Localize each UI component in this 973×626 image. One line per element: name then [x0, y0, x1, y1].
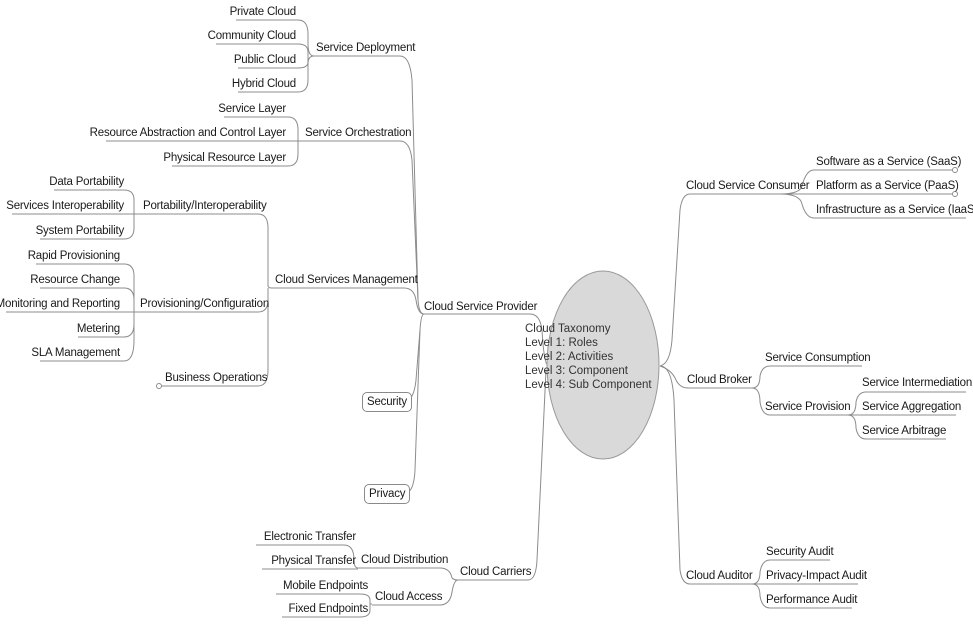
connector [847, 414, 946, 440]
connector [36, 263, 138, 313]
connector [659, 365, 752, 585]
node-service-intermediation[interactable]: Service Intermediation [862, 377, 973, 389]
node-privacy-impact-audit[interactable]: Privacy-Impact Audit [766, 570, 867, 582]
node-service-provision[interactable]: Service Provision [765, 401, 851, 413]
connector [236, 19, 315, 57]
node-saas[interactable]: Software as a Service (SaaS) [816, 156, 962, 168]
connector [256, 544, 359, 569]
node-electronic-transfer[interactable]: Electronic Transfer [263, 531, 356, 543]
node-fixed-endpoints[interactable]: Fixed Endpoints [288, 603, 369, 615]
connector [404, 313, 425, 403]
connector [751, 365, 862, 389]
connector [659, 193, 780, 367]
node-cloud-broker[interactable]: Cloud Broker [687, 374, 752, 386]
connector [54, 189, 140, 215]
node-private-cloud[interactable]: Private Cloud [229, 6, 297, 18]
center-node-text: Cloud Taxonomy Level 1: Roles Level 2: A… [525, 322, 652, 392]
node-cloud-distribution[interactable]: Cloud Distribution [361, 554, 449, 566]
connector [216, 43, 309, 56]
connector [751, 559, 830, 585]
node-data-portability[interactable]: Data Portability [49, 176, 124, 188]
node-iaas[interactable]: Infrastructure as a Service (IaaS) [816, 204, 973, 216]
center-level-3: Level 3: Component [525, 365, 628, 377]
node-system-portability[interactable]: System Portability [35, 225, 125, 237]
connector [172, 141, 299, 167]
node-portability-interoperability[interactable]: Portability/Interoperability [143, 200, 267, 212]
connector [40, 214, 135, 240]
connector [160, 288, 269, 387]
node-business-operations[interactable]: Business Operations [165, 372, 268, 384]
node-security-audit[interactable]: Security Audit [766, 546, 834, 558]
node-service-aggregation[interactable]: Service Aggregation [862, 401, 962, 413]
node-privacy[interactable]: Privacy [364, 484, 411, 504]
connector [751, 387, 848, 416]
connector [272, 287, 425, 315]
node-service-deployment[interactable]: Service Deployment [316, 42, 416, 54]
center-level-2: Level 2: Activities [525, 351, 614, 363]
connector [751, 583, 852, 609]
connector [282, 604, 371, 618]
center-title: Cloud Taxonomy [525, 323, 611, 335]
node-cloud-services-management[interactable]: Cloud Services Management [275, 274, 418, 286]
node-cloud-auditor[interactable]: Cloud Auditor [686, 570, 753, 582]
connector [140, 213, 273, 289]
connector [358, 567, 459, 581]
connector [372, 579, 459, 606]
center-node[interactable] [546, 270, 660, 460]
connector [424, 313, 549, 367]
node-public-cloud[interactable]: Public Cloud [233, 54, 296, 66]
connector [302, 140, 419, 301]
center-level-1: Level 1: Roles [525, 337, 598, 349]
collapsed-node-marker [156, 383, 162, 389]
node-service-orchestration[interactable]: Service Orchestration [305, 127, 412, 139]
node-provisioning-configuration[interactable]: Provisioning/Configuration [140, 298, 270, 310]
center-ellipse [546, 270, 660, 460]
collapsed-node-marker [952, 167, 958, 173]
node-security[interactable]: Security [362, 392, 412, 412]
connector [779, 193, 966, 219]
node-cloud-service-provider[interactable]: Cloud Service Provider [424, 301, 538, 313]
node-cloud-service-consumer[interactable]: Cloud Service Consumer [686, 180, 810, 192]
connector [276, 593, 372, 605]
connector [40, 312, 135, 362]
node-service-consumption[interactable]: Service Consumption [765, 352, 871, 364]
connector [238, 55, 315, 93]
node-services-interoperability[interactable]: Services Interoperability [6, 200, 124, 212]
node-sla-management[interactable]: SLA Management [31, 347, 120, 359]
node-hybrid-cloud[interactable]: Hybrid Cloud [231, 78, 296, 90]
node-service-layer[interactable]: Service Layer [218, 103, 286, 115]
center-level-4: Level 4: Sub Component [525, 379, 652, 391]
node-monitoring-reporting[interactable]: Monitoring and Reporting [0, 298, 120, 310]
connector [314, 55, 425, 315]
node-physical-transfer[interactable]: Physical Transfer [271, 555, 356, 567]
node-metering[interactable]: Metering [76, 323, 120, 335]
connector [847, 391, 966, 416]
node-community-cloud[interactable]: Community Cloud [207, 30, 297, 42]
connector [40, 287, 135, 312]
connector [779, 169, 952, 195]
node-cloud-carriers[interactable]: Cloud Carriers [460, 566, 532, 578]
collapsed-node-marker [952, 191, 958, 197]
connector [455, 369, 547, 581]
node-paas[interactable]: Platform as a Service (PaaS) [816, 180, 959, 192]
node-rapid-provisioning[interactable]: Rapid Provisioning [27, 250, 120, 262]
node-mobile-endpoints[interactable]: Mobile Endpoints [282, 580, 368, 592]
node-physical-resource-layer[interactable]: Physical Resource Layer [163, 152, 286, 164]
node-cloud-access[interactable]: Cloud Access [375, 591, 443, 603]
node-performance-audit[interactable]: Performance Audit [766, 594, 858, 606]
node-resource-change[interactable]: Resource Change [30, 274, 120, 286]
node-resource-abstraction-layer[interactable]: Resource Abstraction and Control Layer [89, 127, 287, 139]
node-service-arbitrage[interactable]: Service Arbitrage [862, 425, 947, 437]
